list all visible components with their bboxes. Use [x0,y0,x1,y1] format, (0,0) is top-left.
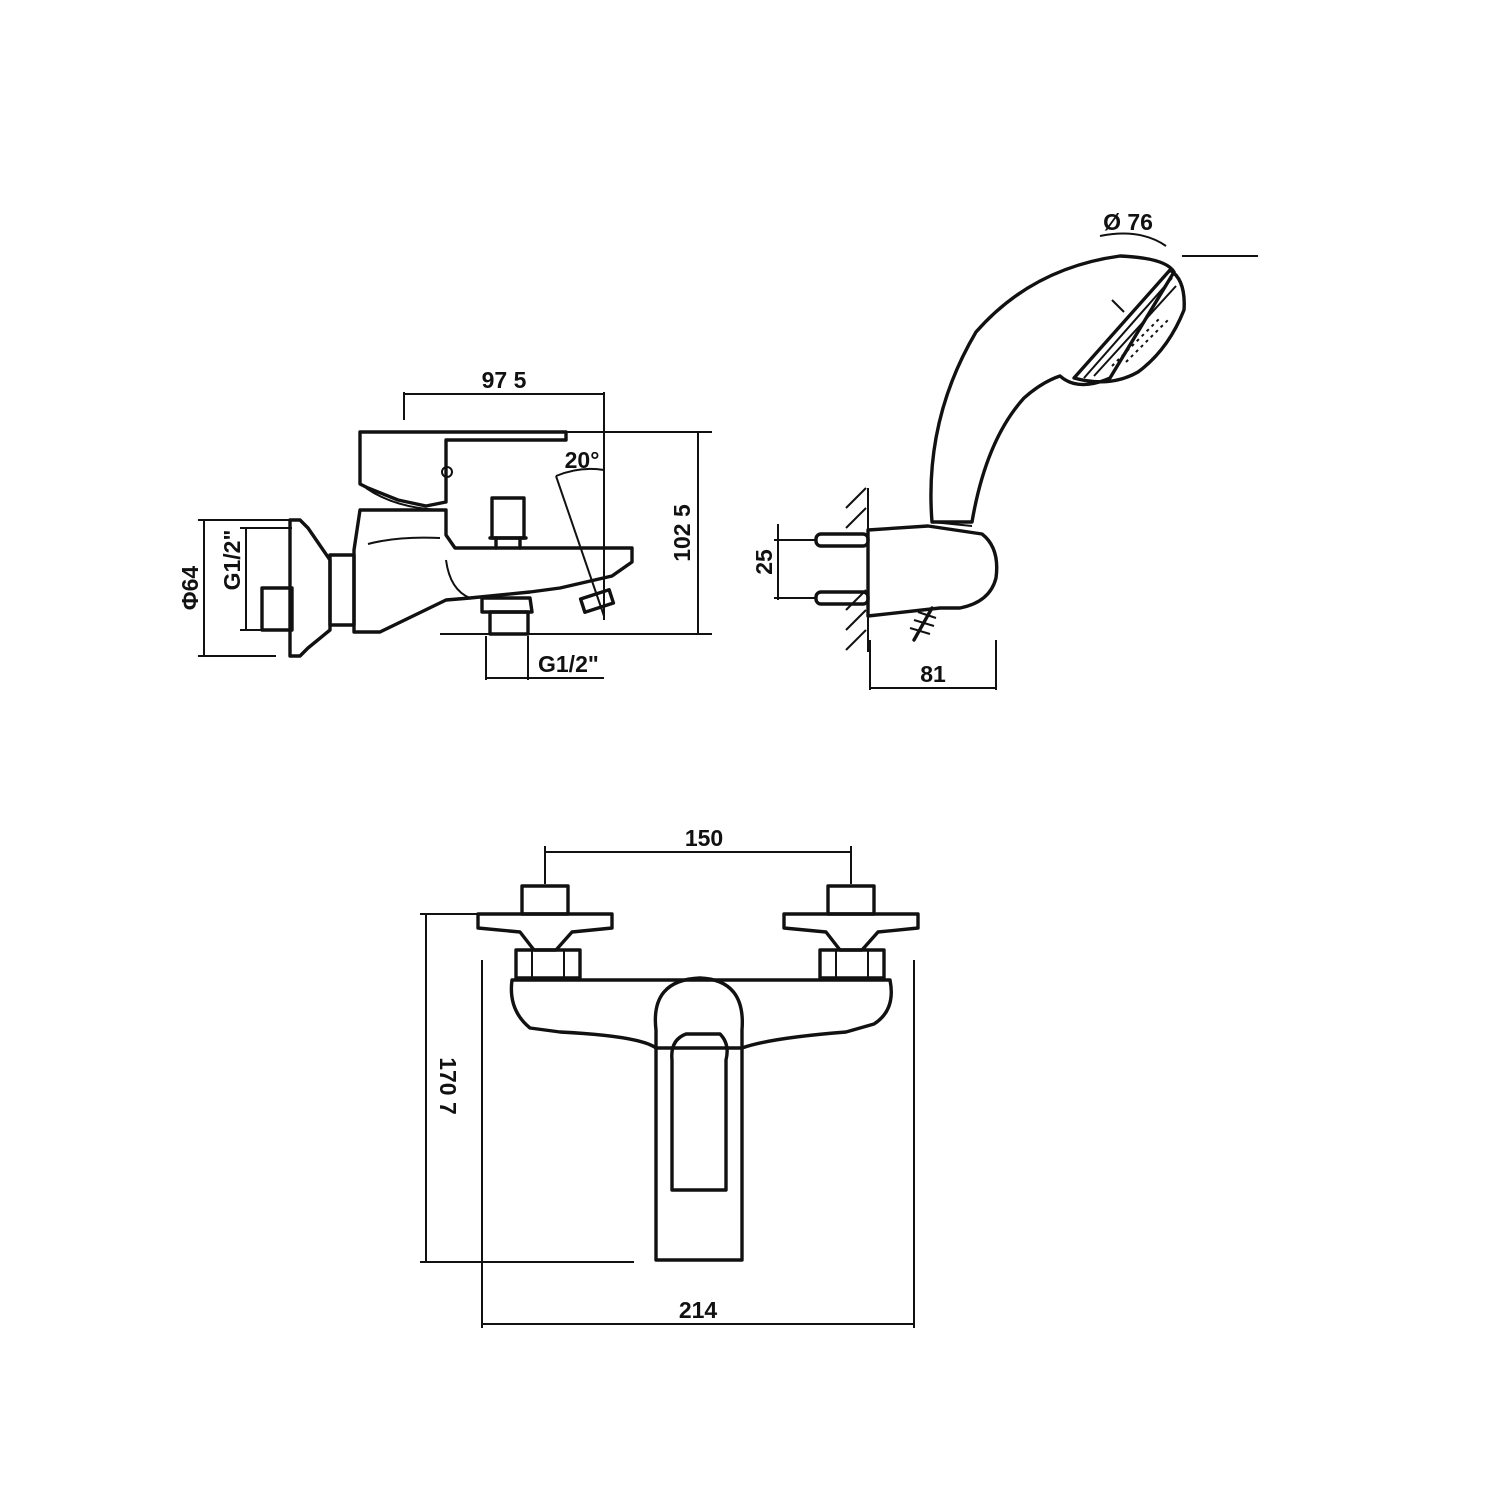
shower-outlet-nut [480,596,534,614]
bracket-spacing-label: 25 [751,549,777,575]
hose-ribs [909,611,937,635]
shower-bracket [866,524,999,618]
lever-inner [670,1032,729,1192]
body-detail [367,536,441,545]
lever-handle [358,430,568,508]
front-body [509,978,893,1050]
diverter-knob [490,496,526,540]
spout-aerator [578,588,616,614]
head-diameter-label: Ø 76 [1103,209,1153,235]
shower-head [1072,268,1186,384]
head-face [1083,277,1173,379]
wall-flange [288,518,332,658]
left-flange [476,912,614,952]
mixer-body [352,508,634,634]
handle-collar [931,521,973,527]
mixer-side-view: 97 5 102 5 20° Φ64 G1/2" G1/2" [177,367,712,680]
angle-label: 20° [565,447,600,473]
centers-label: 150 [685,825,723,851]
shower-outlet [488,610,530,636]
bracket-depth-label: 81 [920,661,946,687]
front-lever [653,976,744,1262]
button-detail [1111,299,1125,313]
outlet-thread-label: G1/2" [538,651,599,677]
wall-hatch [845,487,867,651]
body-detail [445,559,471,599]
head-face [1093,285,1177,377]
inlet-thread-label: G1/2" [219,530,245,591]
left-inlet-connector [520,884,570,916]
hand-shower-view: Ø 76 25 81 [751,209,1258,690]
mixer-front-view: 150 170 7 214 [420,825,920,1328]
lever-detail [365,487,441,511]
spray-holes [1125,319,1169,363]
lever-pivot [441,466,453,478]
dim-width-label: 97 5 [482,367,527,393]
front-width-label: 214 [679,1297,718,1323]
diameter-label: Φ64 [177,566,203,611]
screw-top [814,532,870,548]
right-union [818,948,886,980]
spray-holes [1111,317,1161,367]
left-union [514,948,582,980]
right-flange [782,912,920,952]
right-inlet-connector [826,884,876,916]
angle-arc [555,467,605,477]
shower-handle [929,254,1176,524]
union-nut [328,553,356,627]
front-height-label: 170 7 [435,1057,461,1115]
screw-bottom [814,590,870,606]
dim-height-label: 102 5 [669,504,695,562]
inlet-connector [260,586,294,632]
hose [912,606,934,642]
angle-line [555,475,605,617]
leader-arc [1099,232,1167,247]
